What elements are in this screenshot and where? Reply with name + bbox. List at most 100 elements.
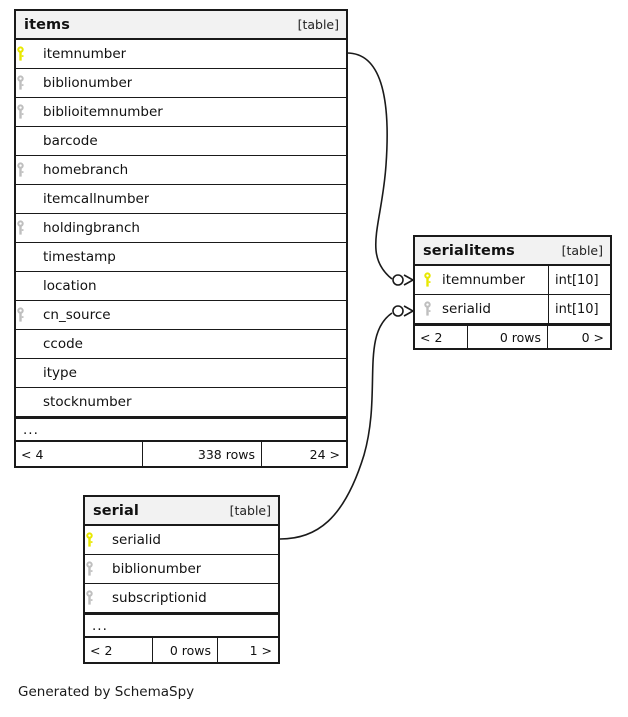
table-serialitems-footer: < 2 0 rows 0 > xyxy=(415,324,610,348)
no-key-spacer xyxy=(16,185,35,213)
table-row[interactable]: serialid xyxy=(85,526,278,555)
cardinality-zero-marker xyxy=(392,274,404,286)
column-name: itemnumber xyxy=(43,46,127,62)
foreign-key-icon xyxy=(85,555,104,583)
column-cell: itype xyxy=(35,359,346,387)
cardinality-zero-marker xyxy=(392,305,404,317)
table-row[interactable]: ccode xyxy=(16,330,346,359)
row-count-label: 0 rows xyxy=(152,638,218,662)
primary-key-icon xyxy=(85,526,104,554)
table-row[interactable]: serialid int[10] xyxy=(415,295,610,324)
prev-page-button[interactable]: < 2 xyxy=(420,329,443,345)
next-page-button[interactable]: 24 > xyxy=(309,446,340,462)
column-cell: stocknumber xyxy=(35,388,346,416)
column-name: barcode xyxy=(43,133,98,149)
column-name: serialid xyxy=(112,532,161,548)
generated-by-caption: Generated by SchemaSpy xyxy=(18,684,195,700)
table-serial-header: serial [table] xyxy=(85,497,278,526)
primary-key-icon xyxy=(423,272,442,288)
table-items-tag: [table] xyxy=(297,17,339,32)
column-cell: serialid xyxy=(415,295,548,323)
column-name: holdingbranch xyxy=(43,220,140,236)
column-cell: biblionumber xyxy=(104,555,278,583)
crowsfoot-marker xyxy=(403,274,415,286)
column-type: int[10] xyxy=(548,295,610,323)
column-cell: ccode xyxy=(35,330,346,358)
column-name: itemcallnumber xyxy=(43,191,150,207)
column-cell: biblionumber xyxy=(35,69,346,97)
table-row[interactable]: timestamp xyxy=(16,243,346,272)
column-cell: location xyxy=(35,272,346,300)
column-cell: cn_source xyxy=(35,301,346,329)
table-items-footer: < 4 338 rows 24 > xyxy=(16,442,346,466)
column-name: location xyxy=(43,278,97,294)
table-row[interactable]: holdingbranch xyxy=(16,214,346,243)
table-row[interactable]: itemnumber xyxy=(16,40,346,69)
column-cell: barcode xyxy=(35,127,346,155)
row-count-label: 338 rows xyxy=(142,442,262,466)
table-row[interactable]: barcode xyxy=(16,127,346,156)
more-columns-indicator: ... xyxy=(85,613,278,638)
column-name: itype xyxy=(43,365,77,381)
no-key-spacer xyxy=(16,359,35,387)
table-row[interactable]: itype xyxy=(16,359,346,388)
column-cell: homebranch xyxy=(35,156,346,184)
column-cell: holdingbranch xyxy=(35,214,346,242)
table-serial-footer: < 2 0 rows 1 > xyxy=(85,638,278,662)
column-name: biblioitemnumber xyxy=(43,104,163,120)
table-serialitems[interactable]: serialitems [table] itemnumber int[10] xyxy=(413,235,612,350)
table-serial-tag: [table] xyxy=(229,503,271,518)
column-type: int[10] xyxy=(548,266,610,294)
table-row[interactable]: homebranch xyxy=(16,156,346,185)
foreign-key-icon xyxy=(16,69,35,97)
table-row[interactable]: subscriptionid xyxy=(85,584,278,613)
column-name: homebranch xyxy=(43,162,129,178)
row-count-label: 0 rows xyxy=(467,326,548,348)
edge-items-serialitems xyxy=(346,52,415,286)
table-serial-name: serial xyxy=(93,502,139,519)
prev-page-button[interactable]: < 4 xyxy=(21,446,44,462)
table-row[interactable]: biblioitemnumber xyxy=(16,98,346,127)
prev-page-button[interactable]: < 2 xyxy=(90,642,113,658)
primary-key-icon xyxy=(16,40,35,68)
column-name: itemnumber xyxy=(442,272,526,288)
table-row[interactable]: stocknumber xyxy=(16,388,346,417)
column-cell: biblioitemnumber xyxy=(35,98,346,126)
column-cell: itemnumber xyxy=(415,266,548,294)
foreign-key-icon xyxy=(16,156,35,184)
no-key-spacer xyxy=(16,330,35,358)
column-cell: itemcallnumber xyxy=(35,185,346,213)
table-row[interactable]: biblionumber xyxy=(16,69,346,98)
table-serialitems-name: serialitems xyxy=(423,242,515,259)
no-key-spacer xyxy=(16,272,35,300)
table-items-header: items [table] xyxy=(16,11,346,40)
foreign-key-icon xyxy=(16,98,35,126)
foreign-key-icon xyxy=(423,301,442,317)
column-name: serialid xyxy=(442,301,491,317)
table-row[interactable]: cn_source xyxy=(16,301,346,330)
column-cell: timestamp xyxy=(35,243,346,271)
next-page-button[interactable]: 1 > xyxy=(249,642,272,658)
table-items[interactable]: items [table] itemnumber xyxy=(14,9,348,468)
column-cell: subscriptionid xyxy=(104,584,278,612)
crowsfoot-marker xyxy=(403,305,415,317)
column-name: ccode xyxy=(43,336,83,352)
table-row[interactable]: location xyxy=(16,272,346,301)
column-cell: itemnumber xyxy=(35,40,346,68)
foreign-key-icon xyxy=(16,301,35,329)
table-row[interactable]: itemcallnumber xyxy=(16,185,346,214)
no-key-spacer xyxy=(16,127,35,155)
table-row[interactable]: biblionumber xyxy=(85,555,278,584)
column-name: stocknumber xyxy=(43,394,132,410)
no-key-spacer xyxy=(16,388,35,416)
more-columns-indicator: ... xyxy=(16,417,346,442)
column-name: timestamp xyxy=(43,249,116,265)
no-key-spacer xyxy=(16,243,35,271)
foreign-key-icon xyxy=(85,584,104,612)
table-serial[interactable]: serial [table] serialid xyxy=(83,495,280,664)
next-page-button[interactable]: 0 > xyxy=(581,329,604,345)
table-row[interactable]: itemnumber int[10] xyxy=(415,266,610,295)
column-cell: serialid xyxy=(104,526,278,554)
foreign-key-icon xyxy=(16,214,35,242)
column-name: cn_source xyxy=(43,307,111,323)
